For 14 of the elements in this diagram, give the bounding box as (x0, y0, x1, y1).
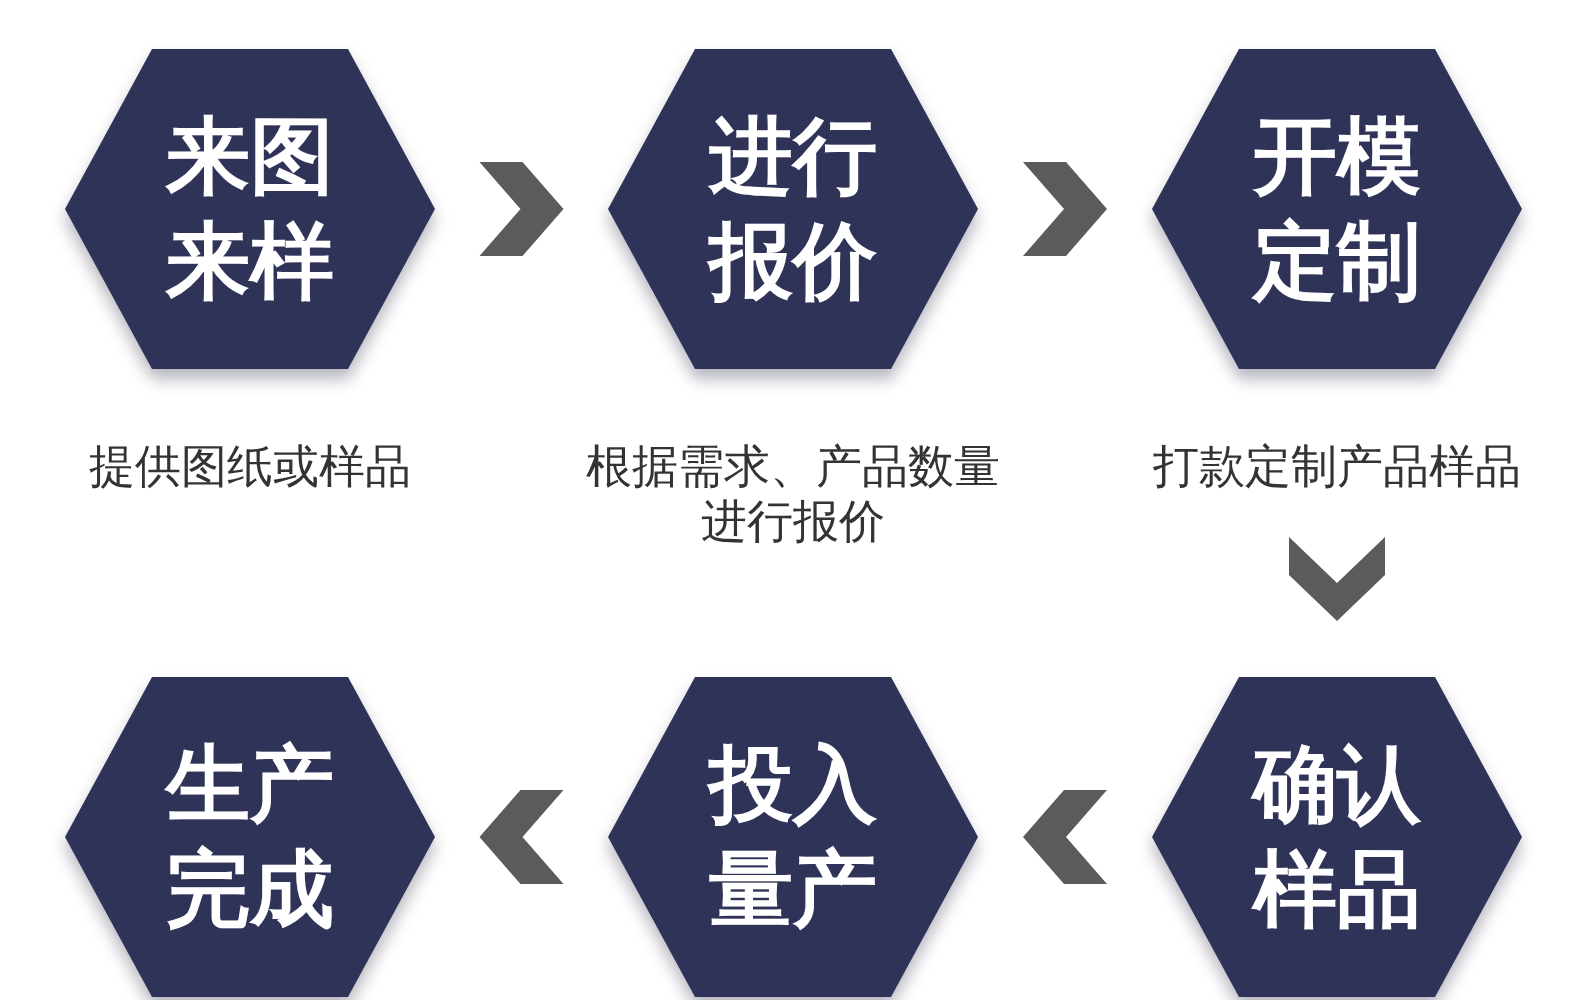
chevron-arrow (1289, 537, 1385, 621)
step-title: 来图来样 (164, 106, 335, 312)
step-title: 确认样品 (1250, 732, 1424, 942)
chevron-arrow (1023, 790, 1107, 884)
step-caption: 提供图纸或样品 (88, 439, 412, 495)
step-title: 进行报价 (706, 106, 878, 312)
step-title: 投入量产 (706, 734, 878, 940)
step-caption: 打款定制产品样品 (1152, 439, 1522, 495)
chevron-arrow (479, 790, 564, 884)
chevron-arrow (1023, 162, 1107, 256)
chevron-arrow (479, 162, 564, 256)
step-title: 开模定制 (1250, 106, 1422, 312)
step-caption: 根据需求、产品数量进行报价 (585, 439, 1001, 550)
step-title: 生产完成 (163, 734, 335, 940)
